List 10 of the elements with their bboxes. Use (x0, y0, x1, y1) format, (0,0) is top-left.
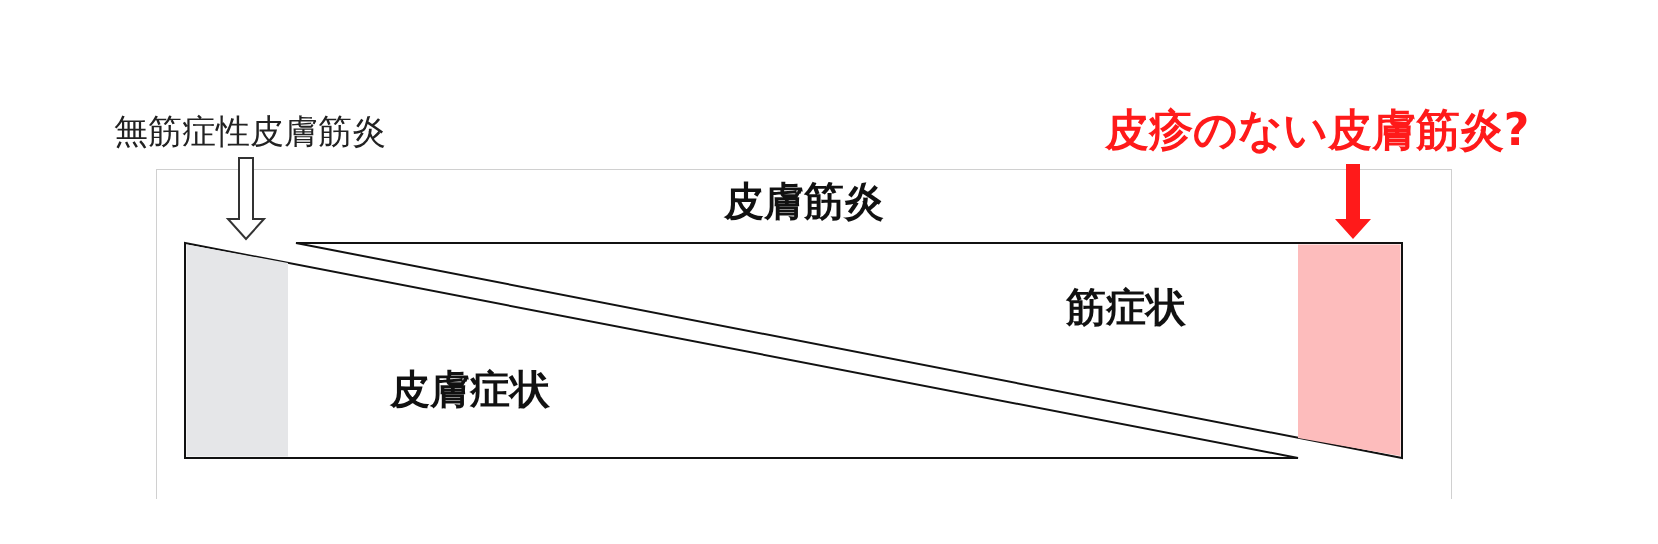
region-label: 筋症状 (1066, 282, 1186, 332)
shaded-bar (185, 243, 288, 458)
region-label: 皮膚症状 (390, 364, 550, 414)
triangle-band (296, 243, 1402, 458)
annotation-label: 無筋症性皮膚筋炎 (60, 110, 440, 154)
annotation-label: 皮疹のない皮膚筋炎? (1022, 100, 1612, 160)
shaded-bar (1298, 243, 1402, 458)
block-arrow (1335, 164, 1371, 239)
block-arrow (225, 157, 267, 241)
heading-label: 皮膚筋炎 (724, 176, 884, 226)
